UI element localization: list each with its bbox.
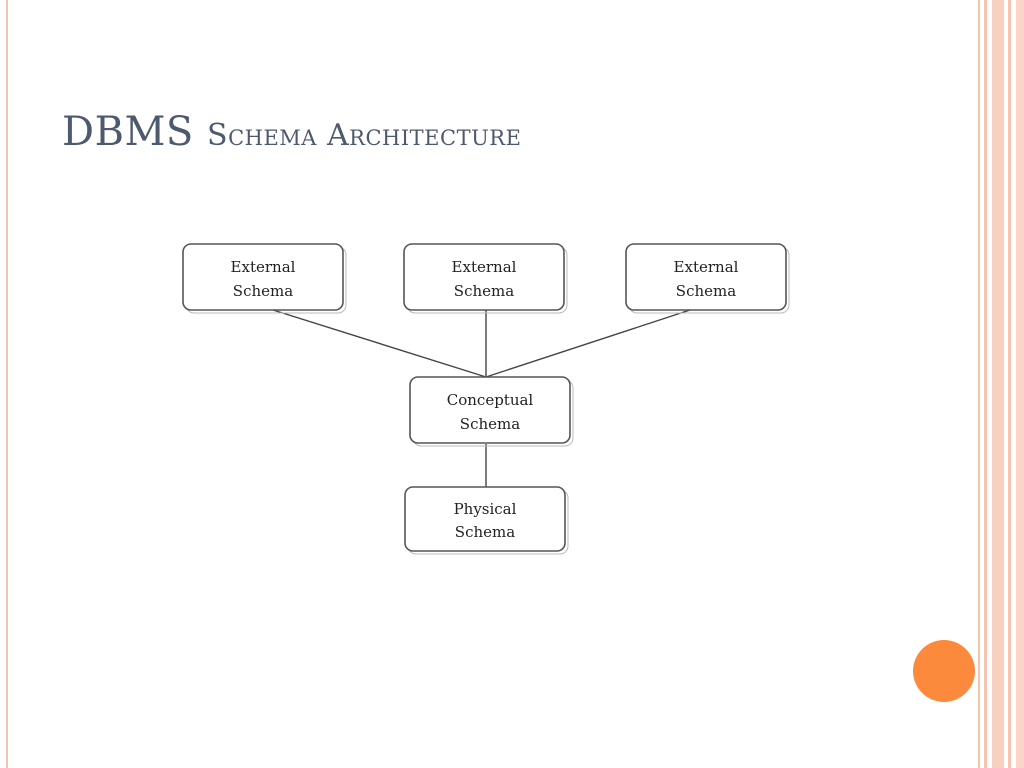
node-label-line2: Schema [455, 523, 515, 541]
left-border-line [6, 0, 8, 768]
edge-external3-conceptual [485, 309, 691, 378]
right-decorative-stripes [978, 0, 1024, 768]
node-label-line2: Schema [233, 282, 293, 300]
node-conceptual-schema: Conceptual Schema [409, 376, 574, 447]
node-label-line2: Schema [460, 415, 520, 433]
node-external-schema-2: External Schema [403, 243, 568, 314]
node-physical-schema: Physical Schema [404, 486, 569, 555]
title-first-word: DBMS [62, 109, 194, 155]
node-external-schema-1: External Schema [182, 243, 347, 314]
node-label-line2: Schema [676, 282, 736, 300]
node-label-line1: External [231, 258, 296, 276]
node-label-line1: External [674, 258, 739, 276]
node-label-line1: External [452, 258, 517, 276]
node-external-schema-3: External Schema [625, 243, 790, 314]
node-label-line1: Conceptual [447, 391, 534, 409]
page-title: DBMS Schema Architecture [62, 104, 521, 164]
node-label-line2: Schema [454, 282, 514, 300]
edge-external1-conceptual [272, 309, 487, 378]
orange-circle-decoration [913, 640, 975, 702]
title-rest: Schema Architecture [207, 118, 522, 153]
node-label-line1: Physical [454, 500, 517, 518]
